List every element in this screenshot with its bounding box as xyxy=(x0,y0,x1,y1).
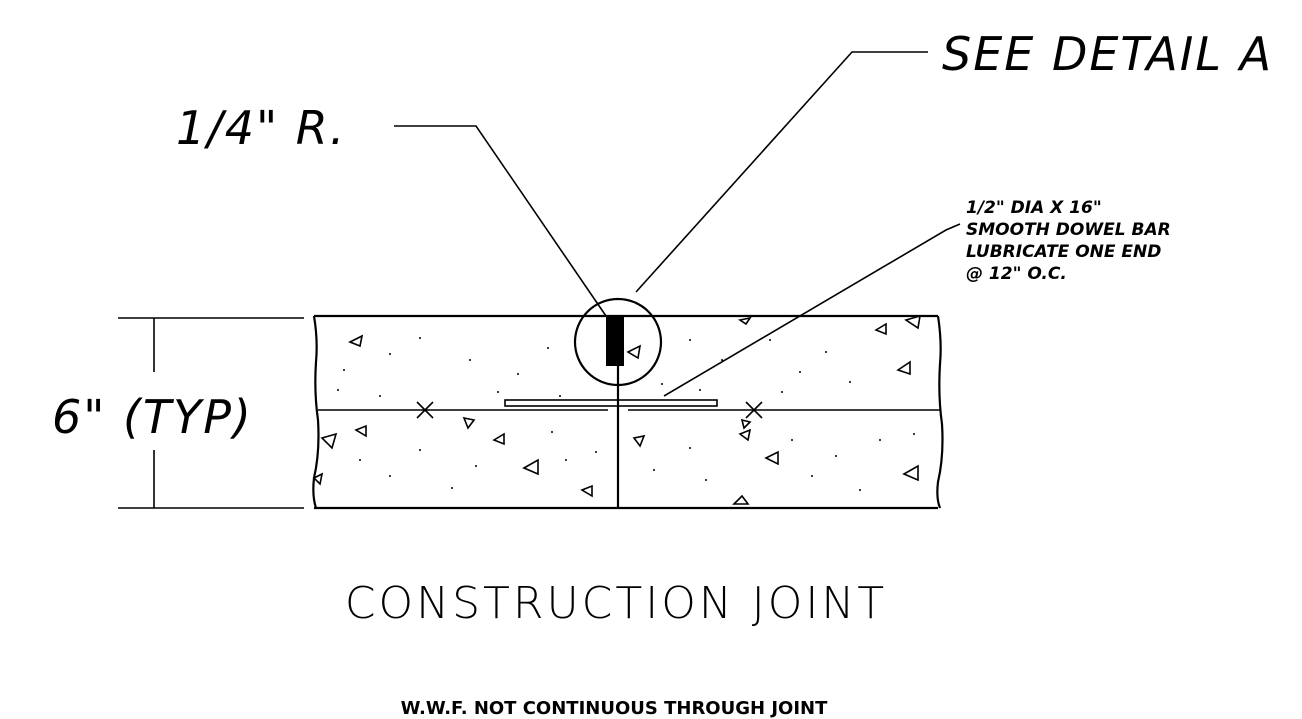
dowel-note-line-4: @ 12" O.C. xyxy=(966,264,1067,284)
see-detail-label: SEE DETAIL A xyxy=(942,27,1273,81)
detail-a-circle xyxy=(573,297,663,387)
dowel-note-line-3: LUBRICATE ONE END xyxy=(966,242,1161,262)
slab-left-break-line xyxy=(312,315,320,509)
dowel-note-line-1: 1/2" DIA X 16" xyxy=(966,198,1102,218)
joint-sealant xyxy=(606,316,624,366)
wwf-subnote: W.W.F. NOT CONTINUOUS THROUGH JOINT xyxy=(401,698,828,719)
slab-right-break-line xyxy=(936,315,944,509)
wwf-x-marker-left xyxy=(416,401,434,419)
dowel-leader xyxy=(663,223,961,397)
drawing-title: CONSTRUCTION JOINT xyxy=(345,578,887,629)
radius-label: 1/4" R. xyxy=(176,101,346,155)
thickness-dimension xyxy=(118,317,304,509)
aggregate-dots xyxy=(337,337,915,491)
radius-leader xyxy=(394,125,607,317)
thickness-label: 6" (TYP) xyxy=(52,390,253,444)
aggregate-hatch xyxy=(312,314,921,505)
wwf-reinforcement xyxy=(318,401,940,419)
dowel-note: 1/2" DIA X 16" SMOOTH DOWEL BAR LUBRICAT… xyxy=(966,198,1171,284)
dowel-bar xyxy=(504,399,718,407)
concrete-slab xyxy=(312,314,944,510)
see-detail-leader xyxy=(635,51,928,293)
dowel-note-line-2: SMOOTH DOWEL BAR xyxy=(966,220,1171,240)
wwf-x-marker-right xyxy=(745,401,763,419)
